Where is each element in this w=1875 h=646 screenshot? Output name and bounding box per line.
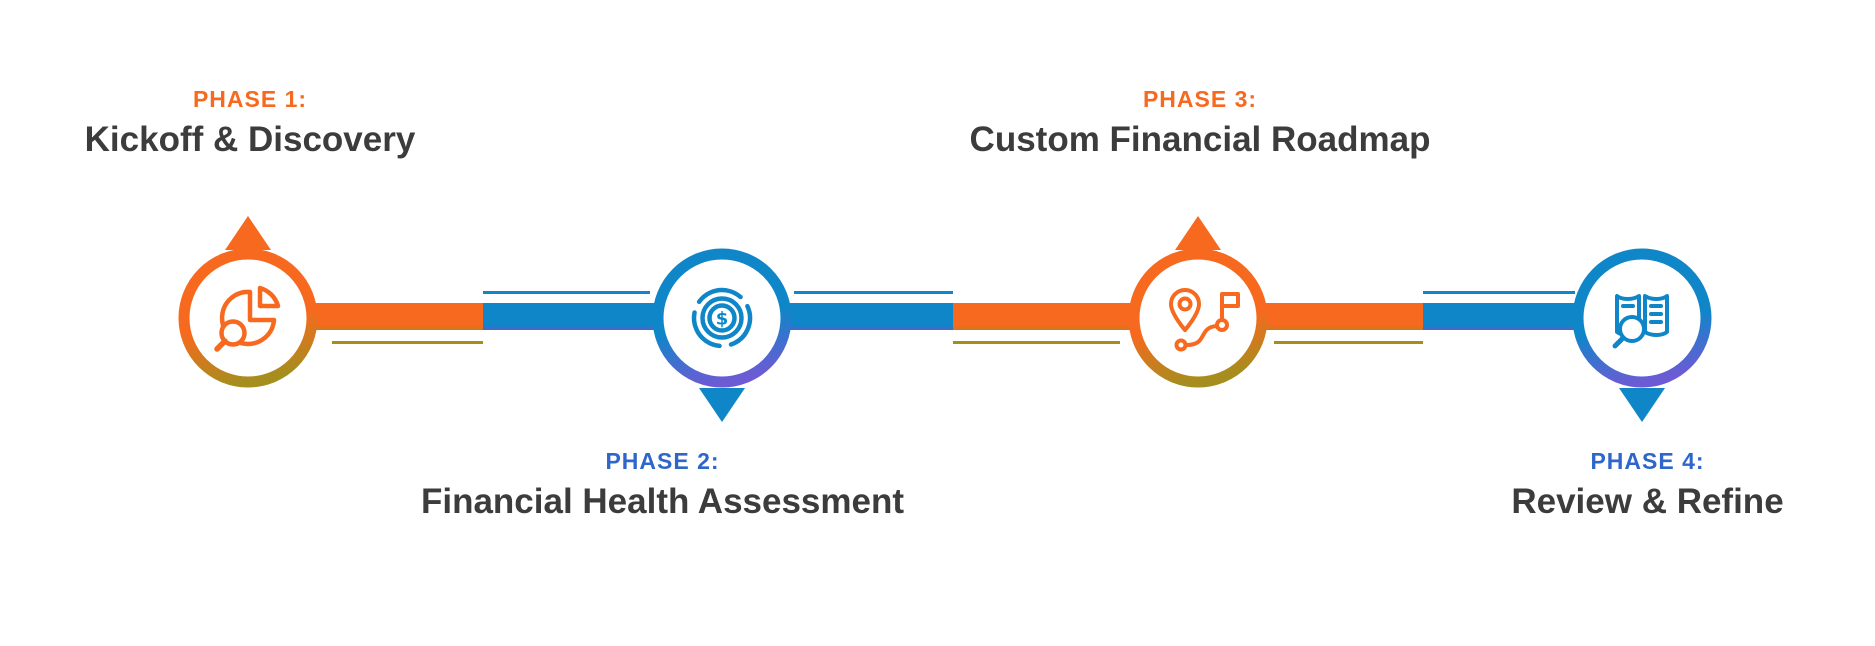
up-pointer-icon (225, 216, 271, 250)
pie-chart-magnifier-icon (214, 285, 281, 352)
phase-2-label: PHASE 2: (605, 448, 720, 474)
dollar-target-icon: $ (691, 287, 753, 349)
phase-4-node (1567, 246, 1717, 426)
down-pointer-icon (1619, 388, 1665, 422)
dollar-sign-glyph: $ (716, 309, 729, 330)
phase-1-title: Kickoff & Discovery (84, 120, 416, 159)
phase-2-title: Financial Health Assessment (420, 482, 905, 521)
phase-2-node: $ (647, 246, 797, 426)
up-pointer-icon (1175, 216, 1221, 250)
phase-ring (652, 248, 792, 388)
phase-4-label: PHASE 4: (1590, 448, 1705, 474)
phase-3-title: Custom Financial Roadmap (969, 120, 1431, 159)
phase-1-label-block: PHASE 1: Kickoff & Discovery (25, 86, 475, 160)
phase-3-label: PHASE 3: (1142, 86, 1258, 112)
timeline-accent-line-olive-3 (1274, 341, 1423, 344)
phase-1-node (173, 212, 323, 392)
timeline-accent-line-blue-3 (1423, 291, 1575, 294)
timeline-accent-line-olive-1 (332, 341, 483, 344)
down-pointer-icon (699, 388, 745, 422)
phase-1-circle (178, 216, 318, 388)
phase-3-circle (1128, 216, 1268, 388)
timeline-accent-line-olive-2 (953, 341, 1120, 344)
timeline-accent-line-blue-1 (483, 291, 650, 294)
phase-ring (1572, 248, 1712, 388)
phase-3-node (1123, 212, 1273, 392)
roadmap-pin-flag-icon (1169, 288, 1240, 352)
phase-1-label: PHASE 1: (192, 86, 308, 112)
timeline-accent-line-blue-2 (794, 291, 953, 294)
phase-3-label-block: PHASE 3: Custom Financial Roadmap (930, 86, 1470, 160)
phase-2-circle: $ (652, 248, 792, 422)
phase-4-title: Review & Refine (1511, 482, 1784, 521)
book-magnifier-icon (1612, 294, 1669, 349)
phase-4-circle (1572, 248, 1712, 422)
phase-4-label-block: PHASE 4: Review & Refine (1390, 448, 1875, 522)
phase-2-label-block: PHASE 2: Financial Health Assessment (390, 448, 935, 522)
phase-ring (1128, 248, 1268, 388)
